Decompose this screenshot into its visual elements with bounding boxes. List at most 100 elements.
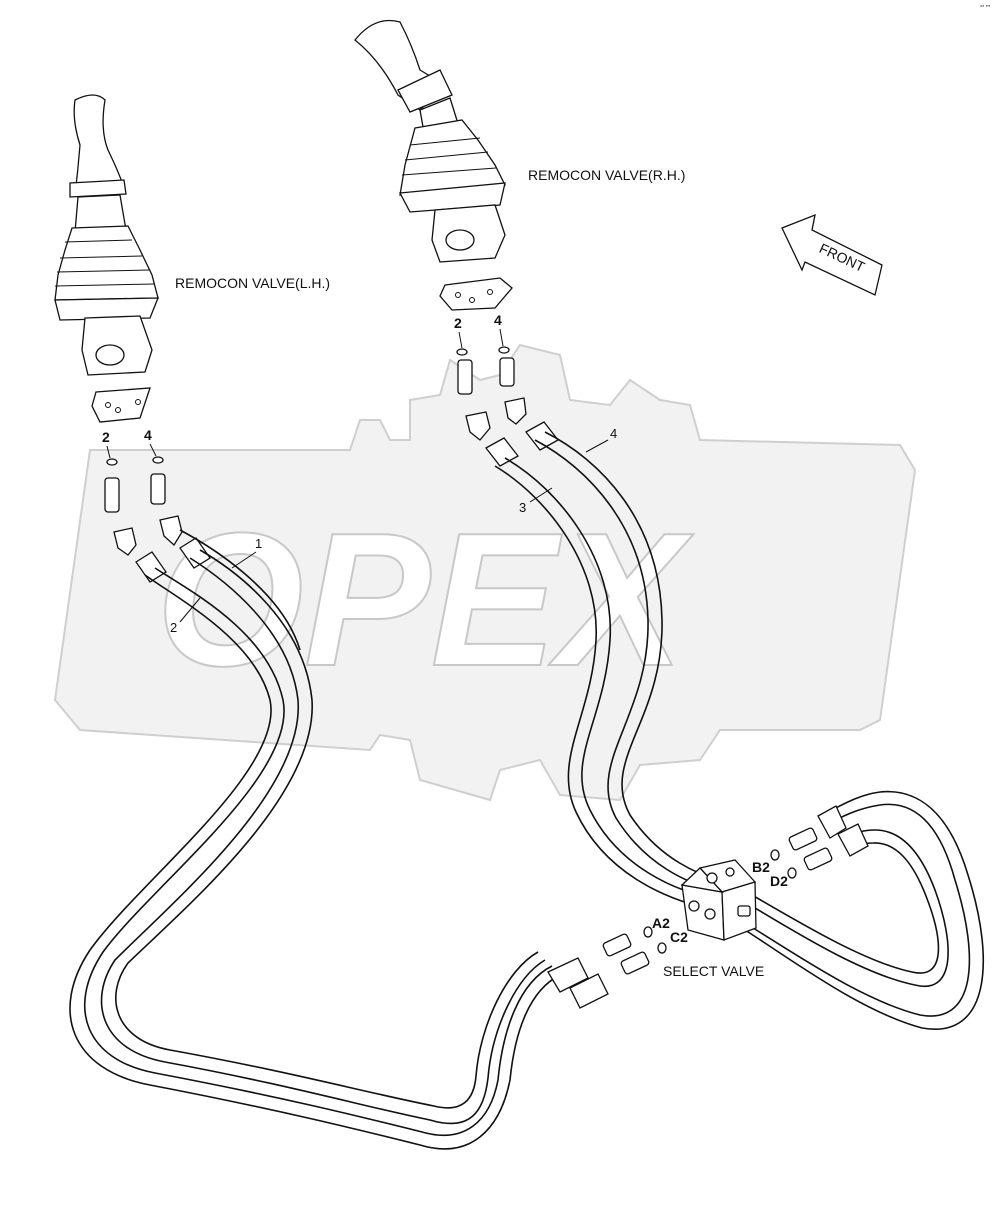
rh-leader-2 <box>458 331 463 349</box>
lh-hoses <box>69 529 561 1150</box>
rh-oring-4 <box>498 346 510 354</box>
d2-adapter <box>803 847 833 871</box>
rh-plate-hole <box>455 292 461 298</box>
lh-boot-ribs <box>54 239 156 287</box>
rh-hose-end-2 <box>485 437 519 467</box>
rh-plate <box>439 277 513 311</box>
watermark-gear <box>53 343 917 802</box>
select-valve-port-c2 <box>704 908 716 920</box>
corner-mark: °′ ′′′ <box>980 4 991 12</box>
lh-adapter-4 <box>150 473 166 505</box>
c2-adapter <box>620 951 650 975</box>
remocon-valve-lh <box>54 94 159 423</box>
select-valve-plug <box>737 905 751 917</box>
rh-fittings <box>456 346 559 467</box>
hose-callout-3: 3 <box>519 500 526 515</box>
a2-oring <box>643 926 653 938</box>
lh-hose-end-4 <box>179 537 211 569</box>
b2-adapter <box>788 827 818 851</box>
rh-callout-4: 4 <box>494 312 502 328</box>
a2-adapter <box>602 933 632 957</box>
hose-callout-2: 2 <box>170 620 177 635</box>
hose-4-outer <box>544 431 721 881</box>
hose-2-outer <box>69 574 561 1150</box>
hose-callout-4: 4 <box>610 426 617 441</box>
select-valve-port-a2 <box>688 900 700 912</box>
hose-b2-outer <box>739 803 971 1017</box>
select-valve-port-top <box>706 872 718 884</box>
rh-boot <box>399 119 507 196</box>
hose-callout-1: 1 <box>255 536 262 551</box>
rh-elbow-2 <box>465 411 491 441</box>
front-arrow: FRONT <box>781 213 883 296</box>
watermark: OPEX <box>53 343 917 802</box>
lh-adapter-2 <box>104 477 120 513</box>
lh-callout-4: 4 <box>144 427 152 443</box>
hose-2-inner <box>84 567 553 1137</box>
rh-plate-hole <box>469 297 475 303</box>
rh-grip-collar <box>397 69 453 113</box>
rh-callout-2: 2 <box>454 315 462 331</box>
remocon-valve-rh <box>354 19 513 311</box>
select-right-hoses <box>739 790 985 1030</box>
lh-body <box>81 315 153 376</box>
hose-leader-4 <box>585 439 609 453</box>
select-valve-label: SELECT VALVE <box>663 963 764 979</box>
lh-plate-hole <box>115 407 121 413</box>
a2-hose-end <box>547 957 589 993</box>
d2-oring <box>787 867 797 879</box>
remocon-rh-label: REMOCON VALVE(R.H.) <box>528 167 685 183</box>
hose-leader-2 <box>179 597 201 623</box>
rh-adapter-4 <box>499 357 515 387</box>
lh-leader-2 <box>106 445 111 459</box>
lh-oring-2 <box>106 458 118 466</box>
front-arrow-shape <box>781 213 883 296</box>
lh-plate <box>91 387 151 423</box>
lh-grip-collar <box>69 179 127 198</box>
select-valve-port-top <box>725 867 735 877</box>
lh-boot <box>54 225 159 301</box>
remocon-lh-label: REMOCON VALVE(L.H.) <box>175 275 330 291</box>
c2-oring <box>657 942 667 954</box>
hose-d2-inner <box>751 842 940 974</box>
hose-1-tip <box>179 529 301 651</box>
port-b2-label: B2 <box>752 859 770 875</box>
b2-oring <box>770 849 780 861</box>
hose-3-inner <box>494 465 695 906</box>
lh-grip <box>73 94 125 196</box>
hose-1-outer <box>100 557 546 1125</box>
rh-plate-hole <box>487 289 493 295</box>
rh-boot-ribs <box>401 137 497 176</box>
rh-oring-2 <box>456 348 468 356</box>
b2-hose-end <box>817 805 847 839</box>
lh-plate-hole <box>135 399 141 405</box>
hose-d2-outer <box>749 829 949 988</box>
lh-fittings <box>104 456 211 583</box>
hose-1-inner <box>114 549 539 1109</box>
lh-leader-4 <box>149 443 157 457</box>
hose-4-inner <box>534 439 713 889</box>
select-valve <box>680 859 757 941</box>
port-a2-label: A2 <box>652 915 670 931</box>
rh-flange <box>398 182 506 213</box>
rh-elbow-4 <box>504 397 527 425</box>
lh-flange <box>54 297 159 321</box>
hose-3-outer <box>504 457 701 896</box>
d2-hose-end <box>837 823 869 857</box>
hose-leader-3 <box>529 487 553 503</box>
select-valve-front <box>681 884 725 941</box>
rh-leader-4 <box>499 328 504 347</box>
watermark-text: OPEX <box>156 494 694 706</box>
rh-hoses <box>494 431 721 906</box>
hose-leader-1 <box>231 551 257 569</box>
hose-b2-inner <box>744 790 985 1030</box>
lh-plate-hole <box>105 402 111 408</box>
port-d2-label: D2 <box>770 873 788 889</box>
c2-hose-end <box>569 973 609 1009</box>
rh-body-port <box>445 229 475 251</box>
ac-fittings <box>547 926 667 1009</box>
rh-adapter-2 <box>457 359 473 395</box>
lh-elbow-4 <box>159 515 183 547</box>
